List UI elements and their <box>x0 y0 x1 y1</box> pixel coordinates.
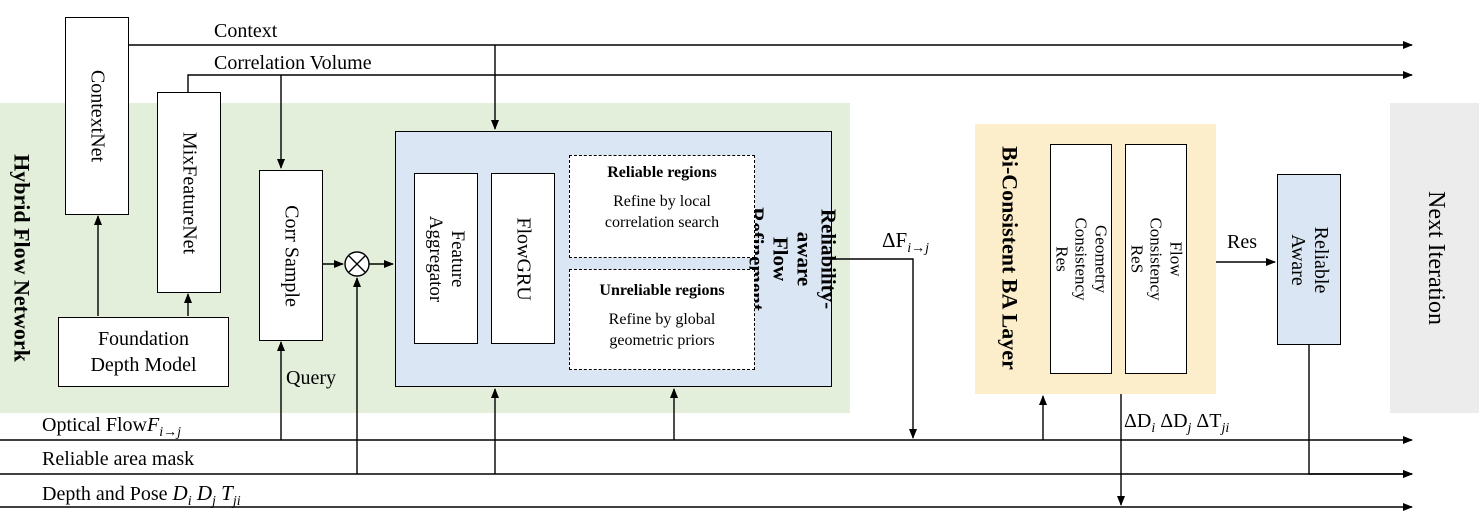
reliable-aware-block: Reliable Aware <box>1277 174 1341 345</box>
flowgru-block: FlowGRU <box>491 173 555 344</box>
feature-aggregator-block: Feature Aggregator <box>414 173 478 344</box>
reliable-to-mask <box>1308 345 1413 478</box>
unreliable-regions-desc: Refine by global geometric priors <box>608 311 716 349</box>
corr-sample-block: Corr Sample <box>259 170 323 341</box>
optical-flow-label: Optical FlowFi→j <box>42 414 181 440</box>
contextnet-block: ContextNet <box>65 17 129 215</box>
deltaf-line <box>832 258 917 439</box>
res-label: Res <box>1227 231 1257 253</box>
hybrid-flow-title: Hybrid Flow Network <box>9 154 35 362</box>
depth-pose-label: Depth and Pose Di Dj Tji <box>42 481 241 510</box>
reliable-regions-box: Reliable regions Refine by local correla… <box>569 155 755 258</box>
reliable-mask-label: Reliable area mask <box>42 448 195 470</box>
foundation-depth-block: Foundation Depth Model <box>58 317 229 387</box>
next-iteration-title: Next Iteration <box>1422 191 1449 325</box>
corrvol-line <box>187 71 1413 92</box>
reliable-regions-desc: Refine by local correlation search <box>604 193 720 231</box>
correlation-volume-label: Correlation Volume <box>214 52 372 74</box>
refinement-title: Reliability-aware Flow Refinement <box>743 207 841 311</box>
multiply-symbol <box>344 251 370 277</box>
flow-consistency-block: Flow Consistency ReS <box>1125 144 1187 374</box>
query-label: Query <box>286 367 336 389</box>
delta-d-t-label: ΔDi ΔDj ΔTji <box>1124 410 1230 436</box>
delta-f-label: ΔFi→j <box>882 228 929 257</box>
geometry-consistency-block: Geometry Consistency Res <box>1050 144 1112 374</box>
unreliable-regions-title: Unreliable regions <box>599 282 725 299</box>
ba-layer-title: Bi-Consistent BA Layer <box>997 146 1023 370</box>
mixfeaturenet-block: MixFeatureNet <box>157 92 221 293</box>
unreliable-regions-box: Unreliable regions Refine by global geom… <box>569 269 755 370</box>
reliable-regions-title: Reliable regions <box>607 164 717 181</box>
context-label: Context <box>214 20 278 42</box>
next-iteration-region <box>1390 103 1479 413</box>
